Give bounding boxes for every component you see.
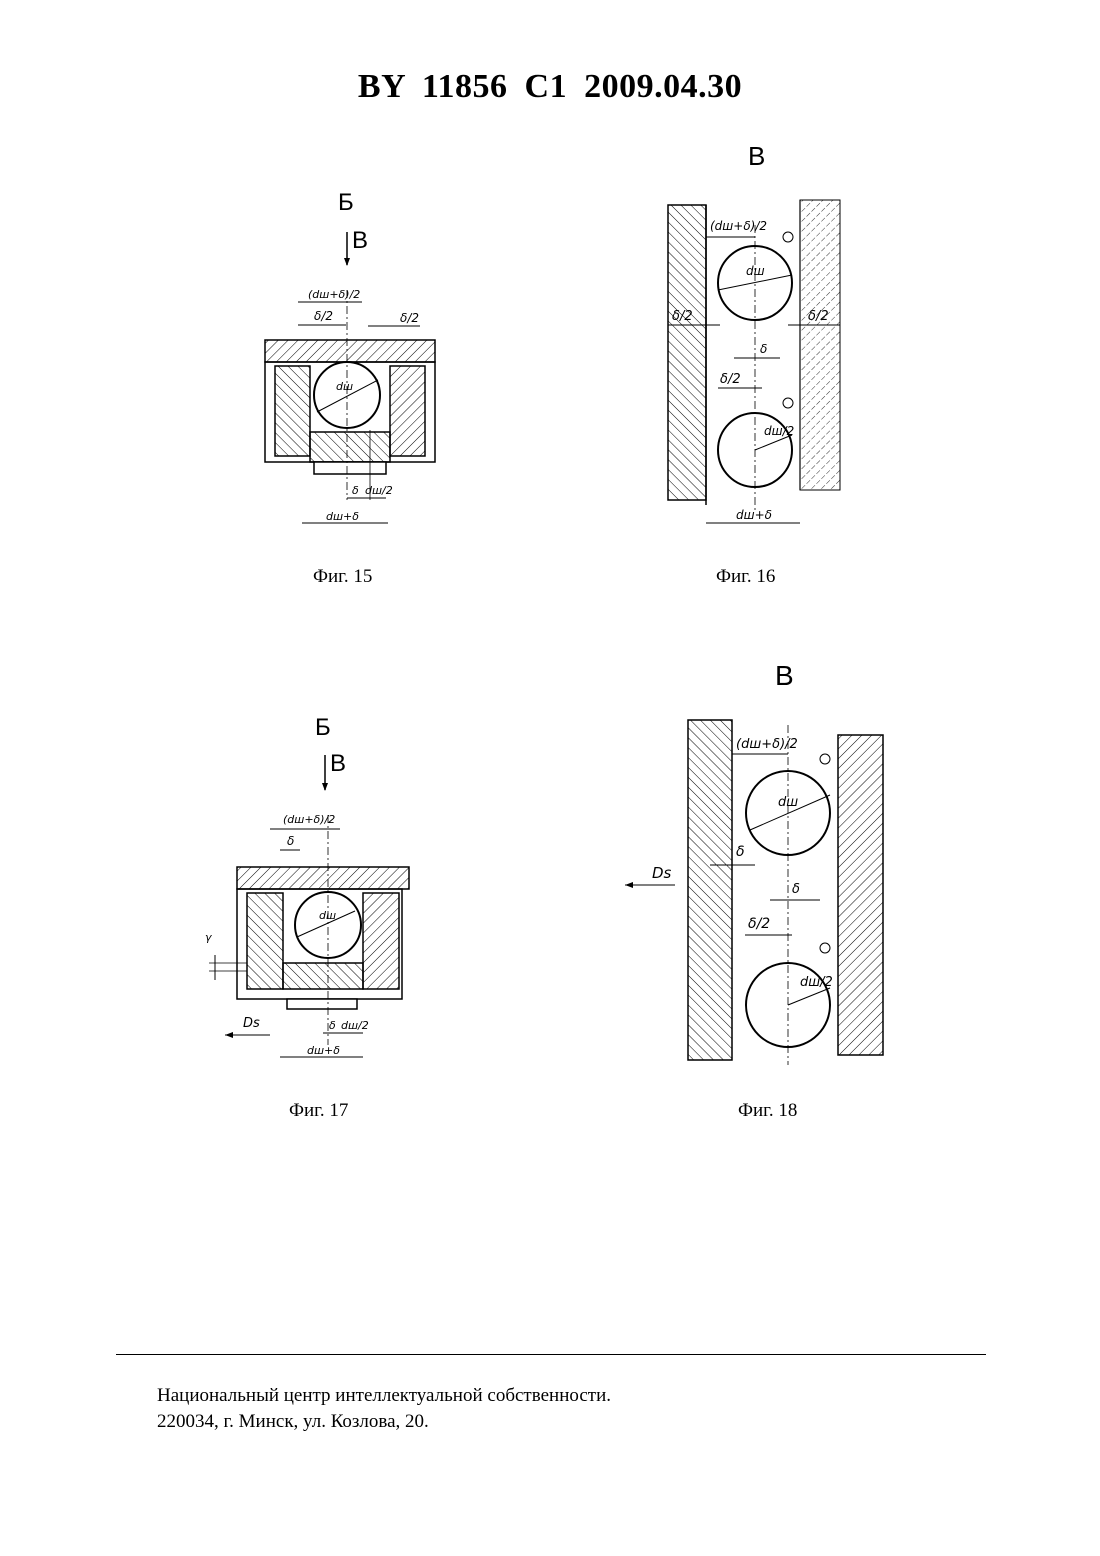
dim-label: (dш+δ)/2 bbox=[736, 737, 798, 752]
dim-label: dш/2 bbox=[341, 1019, 369, 1032]
figure-16-drawing: В (dш+δ)/2 dш δ/2 δ/2 δ δ/2 dш/2 dш+δ bbox=[660, 135, 855, 535]
view-label: Б bbox=[315, 714, 331, 741]
dim-label: δ/2 bbox=[808, 309, 829, 324]
dim-label: dш+δ bbox=[326, 510, 359, 523]
dim-label: dш/2 bbox=[764, 424, 794, 438]
footer-line-1: Национальный центр интеллектуальной собс… bbox=[157, 1383, 611, 1409]
arrow-label: В bbox=[352, 227, 368, 254]
dim-label: δ bbox=[352, 484, 359, 497]
arrow-label: В bbox=[330, 750, 346, 777]
dim-label: dш+δ bbox=[736, 508, 772, 522]
footer-line-2: 220034, г. Минск, ул. Козлова, 20. bbox=[157, 1409, 611, 1435]
dim-label: Ds bbox=[652, 864, 672, 882]
dim-label: δ/2 bbox=[672, 309, 693, 324]
footer: Национальный центр интеллектуальной собс… bbox=[157, 1383, 611, 1435]
figure-caption: Фиг. 16 bbox=[716, 566, 775, 588]
figure-16: В (dш+δ)/2 dш δ/2 δ/2 δ δ/2 dш/2 dш+δ bbox=[660, 135, 855, 535]
dim-label: δ/2 bbox=[314, 309, 333, 323]
dim-label: dш/2 bbox=[365, 484, 393, 497]
figure-caption: Фиг. 18 bbox=[738, 1100, 797, 1122]
figure-caption: Фиг. 17 bbox=[289, 1100, 348, 1122]
dim-label: γ bbox=[205, 931, 212, 944]
figure-15: Б В (dш+δ)/2 δ/2 δ/2 dш δ dш/2 dш+δ bbox=[250, 180, 450, 540]
dim-label: δ bbox=[287, 834, 294, 848]
figure-17: Б В (dш+δ)/2 δ dш γ Ds δ dш/2 dш+δ bbox=[195, 705, 425, 1075]
view-label: В bbox=[748, 141, 765, 171]
dim-label: δ/2 bbox=[720, 372, 741, 387]
view-label: В bbox=[775, 660, 794, 691]
figure-caption: Фиг. 15 bbox=[313, 566, 372, 588]
dim-label: δ/2 bbox=[748, 916, 770, 932]
dim-label: (dш+δ)/2 bbox=[308, 288, 360, 301]
footer-divider bbox=[116, 1354, 986, 1355]
dim-label: dш bbox=[319, 909, 336, 922]
dim-label: dш/2 bbox=[800, 975, 833, 990]
dim-label: δ bbox=[792, 882, 800, 897]
figure-17-drawing: Б В (dш+δ)/2 δ dш γ Ds δ dш/2 dш+δ bbox=[195, 705, 425, 1075]
dim-label: δ bbox=[736, 844, 745, 860]
dim-label: Ds bbox=[243, 1016, 260, 1031]
dim-label: (dш+δ)/2 bbox=[283, 813, 335, 826]
figure-18-drawing: В (dш+δ)/2 dш δ Ds δ δ/2 dш/2 bbox=[620, 650, 910, 1070]
document-header: BY 11856 C1 2009.04.30 bbox=[0, 68, 1100, 106]
figure-15-drawing: Б В (dш+δ)/2 δ/2 δ/2 dш δ dш/2 dш+δ bbox=[250, 180, 450, 540]
view-label: Б bbox=[338, 189, 354, 216]
dim-label: δ bbox=[329, 1019, 336, 1032]
dim-label: δ/2 bbox=[400, 311, 419, 325]
dim-label: dш bbox=[336, 380, 353, 393]
dim-label: δ bbox=[760, 342, 767, 356]
dim-label: dш+δ bbox=[307, 1044, 340, 1057]
figure-18: В (dш+δ)/2 dш δ Ds δ δ/2 dш/2 bbox=[620, 650, 910, 1070]
dim-label: (dш+δ)/2 bbox=[710, 219, 767, 233]
